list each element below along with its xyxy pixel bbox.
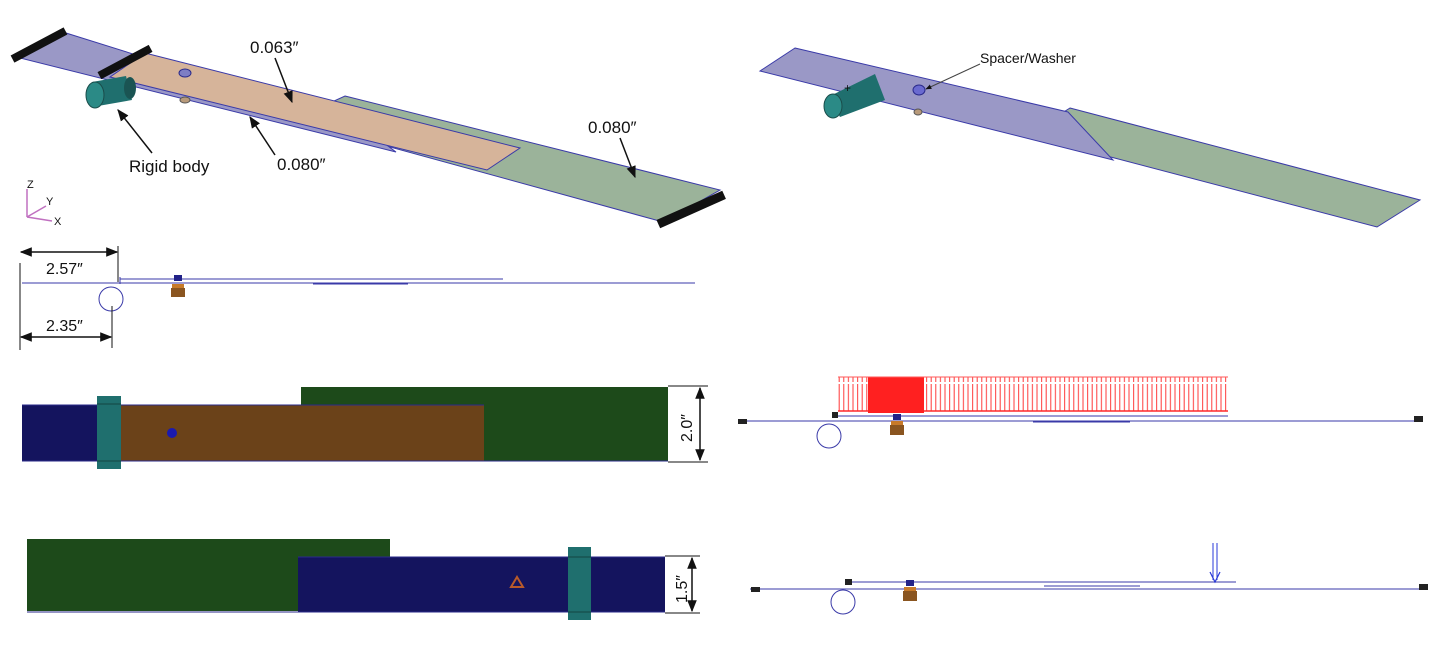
axis-x-label: X (54, 216, 62, 228)
label-257: 2.57″ (46, 261, 83, 278)
cylinder-r (823, 74, 885, 119)
blue-plate-r (758, 47, 1115, 161)
bolt-side-r2 (903, 580, 917, 601)
bolt-marker-2 (509, 575, 525, 588)
clamp-left (10, 27, 68, 63)
arrow-rigid-body (117, 109, 153, 154)
rigid-body-circle-r1 (816, 423, 842, 449)
clamp-tan (97, 44, 153, 80)
top-view-2: 1.5″ (27, 539, 700, 620)
red-load-block (868, 377, 924, 413)
bolt-head (178, 68, 192, 78)
brown-plate-1 (118, 405, 484, 461)
point-load-arrow (1209, 543, 1221, 584)
label-235: 2.35″ (46, 318, 83, 335)
support-left-r1 (738, 419, 747, 424)
arrow-spacer (925, 63, 981, 90)
axis-triad: Z Y X (26, 179, 62, 228)
label-0080-right: 0.080″ (588, 118, 637, 137)
label-0063: 0.063″ (250, 38, 299, 57)
axis-y-label: Y (46, 196, 54, 208)
side-view-right-red (738, 376, 1423, 449)
washer (179, 96, 191, 104)
support-mid-r2 (845, 579, 852, 585)
navy-plate-2 (298, 557, 665, 612)
side-view-left: 2.57″ 2.35″ (19, 246, 695, 350)
tan-plate (108, 52, 522, 171)
arrow-0080-bottom (249, 115, 276, 156)
plus-mark: + (844, 81, 851, 95)
label-20: 2.0″ (679, 414, 696, 442)
rigid-body-circle (98, 286, 124, 312)
bolt-dot-1 (167, 428, 177, 438)
label-spacer-washer: Spacer/Washer (980, 50, 1076, 66)
bolt-side-r1 (890, 414, 904, 435)
iso-view-left: 0.063″ 0.080″ Rigid body 0.080″ Z Y X (10, 27, 726, 229)
green-plate-r (1025, 107, 1422, 228)
rigid-body-circle-r2 (830, 589, 856, 615)
cylinder-top-1 (97, 396, 121, 469)
arrow-0080-right (619, 137, 636, 179)
support-mid-r1 (832, 412, 838, 418)
iso-view-right: + Spacer/Washer (758, 47, 1422, 228)
label-rigid-body: Rigid body (129, 157, 210, 176)
spacer-washer (912, 84, 926, 96)
axis-z-label: Z (27, 179, 34, 191)
washer-under-r (913, 108, 923, 116)
clamp-right (656, 190, 726, 229)
cylinder-rigid-body (85, 76, 136, 109)
support-right-r1 (1414, 416, 1423, 422)
side-view-right-blue (750, 543, 1428, 615)
label-0080-bottom: 0.080″ (277, 155, 326, 174)
cylinder-top-2 (568, 547, 591, 620)
arrow-0063 (274, 57, 293, 104)
bolt-side (171, 275, 185, 297)
top-view-1: 2.0″ (22, 385, 708, 469)
label-15: 1.5″ (674, 575, 691, 603)
support-right-r2 (1419, 584, 1428, 590)
support-left-r2 (751, 587, 760, 592)
